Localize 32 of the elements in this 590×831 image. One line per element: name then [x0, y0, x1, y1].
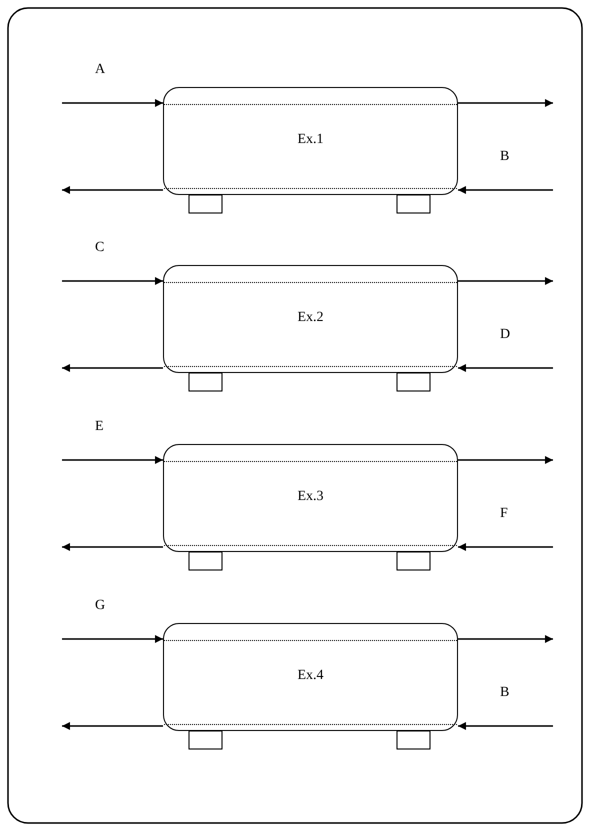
stream-label: F: [500, 506, 508, 522]
flow-arrow: [458, 456, 553, 464]
stream-label: B: [500, 685, 510, 701]
exchanger-box: [163, 265, 458, 373]
stream-label: A: [95, 62, 106, 78]
exchanger-label: Ex.4: [296, 668, 325, 684]
flow-arrow: [458, 722, 553, 730]
flow-arrow: [62, 99, 163, 107]
flow-arrow: [458, 364, 553, 372]
flow-arrow: [62, 722, 163, 730]
exchanger-label: Ex.1: [296, 132, 325, 148]
exchanger-label: Ex.2: [296, 310, 325, 326]
flow-arrow: [62, 277, 163, 285]
stream-label: E: [95, 419, 104, 435]
stream-label: D: [500, 327, 510, 343]
flow-arrow: [458, 277, 553, 285]
stream-label: G: [95, 598, 106, 614]
flow-arrow: [458, 99, 553, 107]
exchanger-label: Ex.3: [296, 489, 325, 505]
flow-arrow: [458, 543, 553, 551]
flow-arrow: [458, 635, 553, 643]
flow-arrow: [62, 456, 163, 464]
exchanger-box: [163, 444, 458, 552]
flow-arrow: [62, 364, 163, 372]
flow-arrow: [458, 186, 553, 194]
stream-label: B: [500, 149, 510, 165]
flow-arrow: [62, 635, 163, 643]
exchanger-box: [163, 623, 458, 731]
flow-arrow: [62, 543, 163, 551]
stream-label: C: [95, 240, 104, 256]
exchanger-box: [163, 87, 458, 195]
flow-arrow: [62, 186, 163, 194]
